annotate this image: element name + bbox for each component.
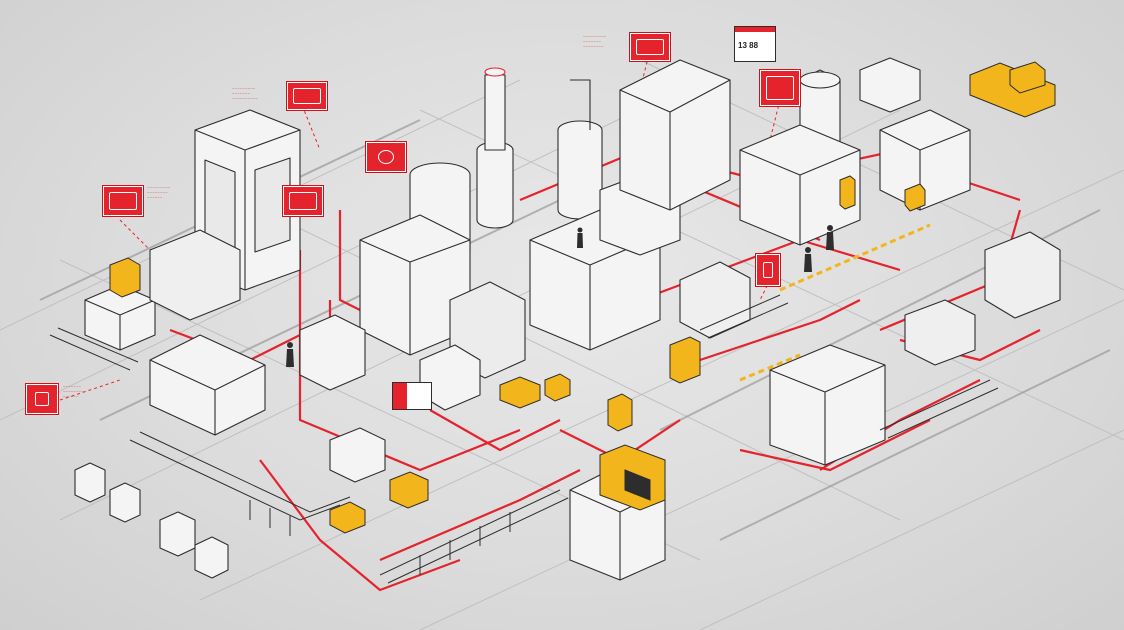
gauge-card-icon <box>760 70 800 106</box>
network-node-icon <box>366 142 406 172</box>
dashboard-icon <box>103 186 143 216</box>
monitor-icon <box>630 33 670 61</box>
display-tag-text: 13 88 <box>738 41 759 50</box>
annotation-lines: ~~~~~~~ ~~~~~~~~ ~~~~~~ <box>63 386 84 400</box>
chart-panel-icon <box>287 82 327 110</box>
annotation-lines: ~~~~~~~~~ ~~~~~~~ ~~~~~~~~~~ <box>232 88 259 102</box>
annotation-lines: ~~~~~~~~~ ~~~~~~~ ~~~~~~~~ <box>583 36 607 50</box>
display-tag: 13 88 <box>734 26 776 62</box>
status-board <box>392 382 432 410</box>
annotation-lines: ~~~~~~~~~ ~~~~~~~~ ~~~~~~ <box>147 187 171 201</box>
hand-touch-icon <box>26 384 58 414</box>
tablet-chart-icon <box>283 186 323 216</box>
warning-sign-icon <box>756 254 780 286</box>
